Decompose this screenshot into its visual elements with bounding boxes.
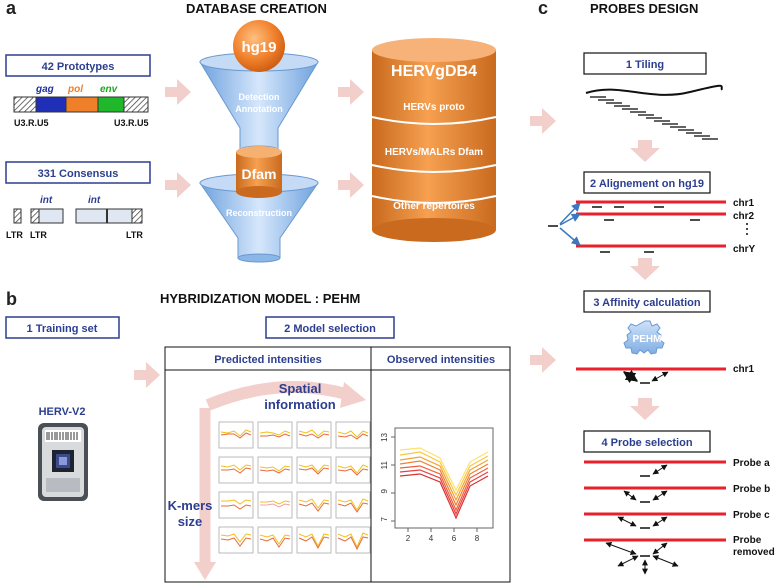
prototypes-box <box>5 54 151 77</box>
obs-y-tick-13: 13 <box>380 432 389 441</box>
db-row-1: HERVs proto <box>403 102 465 113</box>
db-name: HERVgDB4 <box>391 63 477 80</box>
step-1-box <box>583 52 707 75</box>
step-1-label: 1 Tiling <box>626 59 664 71</box>
pehm-label: PEHM <box>633 334 662 345</box>
probe-b-label: Probe b <box>733 484 770 495</box>
chrY-label: chrY <box>733 244 756 255</box>
microarray-chip-image <box>38 423 88 501</box>
funnel-reconstruction <box>199 146 319 263</box>
kmers-label: K-mers <box>168 498 213 513</box>
observed-plot <box>391 427 494 532</box>
db-row-3: Other repertoires <box>393 201 475 212</box>
panel-a-letter: a <box>6 0 17 18</box>
down-arrow-2 <box>630 258 660 280</box>
detection-label: Detection <box>238 92 279 102</box>
step-4-box <box>583 430 711 453</box>
herv-database-cylinder <box>371 38 497 242</box>
information-label: information <box>264 397 336 412</box>
array-name: HERV-V2 <box>39 406 86 418</box>
training-set-box <box>5 316 120 339</box>
consensus-genome-bars <box>13 208 143 224</box>
probe-removed-label-1: Probe <box>733 535 762 546</box>
reconstruction-label: Reconstruction <box>226 208 292 218</box>
obs-x-tick-4: 4 <box>429 534 434 543</box>
probe-selection-diagram <box>584 460 726 575</box>
db-row-2: HERVs/MALRs Dfam <box>385 147 483 158</box>
predicted-header: Predicted intensities <box>214 354 322 366</box>
down-arrow-3 <box>630 398 660 420</box>
flow-arrow-c2 <box>530 347 556 373</box>
hg19-label: hg19 <box>241 39 276 56</box>
obs-x-tick-8: 8 <box>475 534 480 543</box>
step-3-label: 3 Affinity calculation <box>593 297 700 309</box>
panel-b-letter: b <box>6 289 17 309</box>
ltr-right-label: U3.R.U5 <box>114 118 149 128</box>
size-label: size <box>178 514 203 529</box>
kmers-arrow <box>194 408 216 580</box>
alignment-diagram <box>548 200 748 253</box>
chr1-label: chr1 <box>733 198 755 209</box>
probe-a-label: Probe a <box>733 458 770 469</box>
chr1-label-affinity: chr1 <box>733 364 755 375</box>
flow-arrow-b <box>134 362 160 388</box>
int-label-1: int <box>40 195 53 206</box>
chr2-label: chr2 <box>733 211 755 222</box>
prototypes-label: 42 Prototypes <box>42 61 115 73</box>
affinity-diagram <box>576 367 726 384</box>
panel-c-letter: c <box>538 0 548 18</box>
obs-y-tick-7: 7 <box>380 516 389 521</box>
model-selection-box <box>265 316 395 339</box>
flow-arrows-a <box>165 79 364 198</box>
down-arrow-1 <box>630 140 660 162</box>
obs-y-tick-11: 11 <box>380 460 389 469</box>
spatial-arrow <box>205 381 366 411</box>
panel-a-title: DATABASE CREATION <box>186 1 327 16</box>
obs-y-tick-9: 9 <box>380 488 389 493</box>
gag-label: gag <box>35 84 54 95</box>
step-4-label: 4 Probe selection <box>601 437 692 449</box>
observed-header: Observed intensities <box>387 354 495 366</box>
consensus-label: 331 Consensus <box>38 168 119 180</box>
pehm-gear-icon <box>623 320 665 355</box>
step-2-box <box>583 171 711 194</box>
prototype-genome-bar <box>13 96 149 113</box>
probe-removed-label-2: removed <box>733 547 775 558</box>
flow-arrow-c1 <box>530 108 556 134</box>
obs-x-tick-2: 2 <box>406 534 411 543</box>
model-selection-label: 2 Model selection <box>284 323 376 335</box>
ltr-left-label: U3.R.U5 <box>14 118 49 128</box>
annotation-label: Annotation <box>235 104 283 114</box>
int-label-2: int <box>88 195 101 206</box>
ltr-label-1: LTR <box>6 230 23 240</box>
step-2-label: 2 Alignement on hg19 <box>590 178 704 190</box>
ltr-label-3: LTR <box>126 230 143 240</box>
env-label: env <box>100 84 119 95</box>
panel-c-title: PROBES DESIGN <box>590 1 698 16</box>
hg19-sphere <box>233 20 285 72</box>
predicted-plots-grid <box>218 421 371 554</box>
panel-b-title: HYBRIDIZATION MODEL : PEHM <box>160 291 360 306</box>
dfam-label: Dfam <box>241 166 276 182</box>
probe-c-label: Probe c <box>733 510 770 521</box>
step-3-box <box>583 290 711 313</box>
training-set-label: 1 Training set <box>27 323 98 335</box>
ltr-label-2: LTR <box>30 230 47 240</box>
tiling-diagram <box>585 84 723 140</box>
pol-label: pol <box>67 84 83 95</box>
spatial-label: Spatial <box>279 381 322 396</box>
consensus-box <box>5 161 151 184</box>
obs-x-tick-6: 6 <box>452 534 457 543</box>
